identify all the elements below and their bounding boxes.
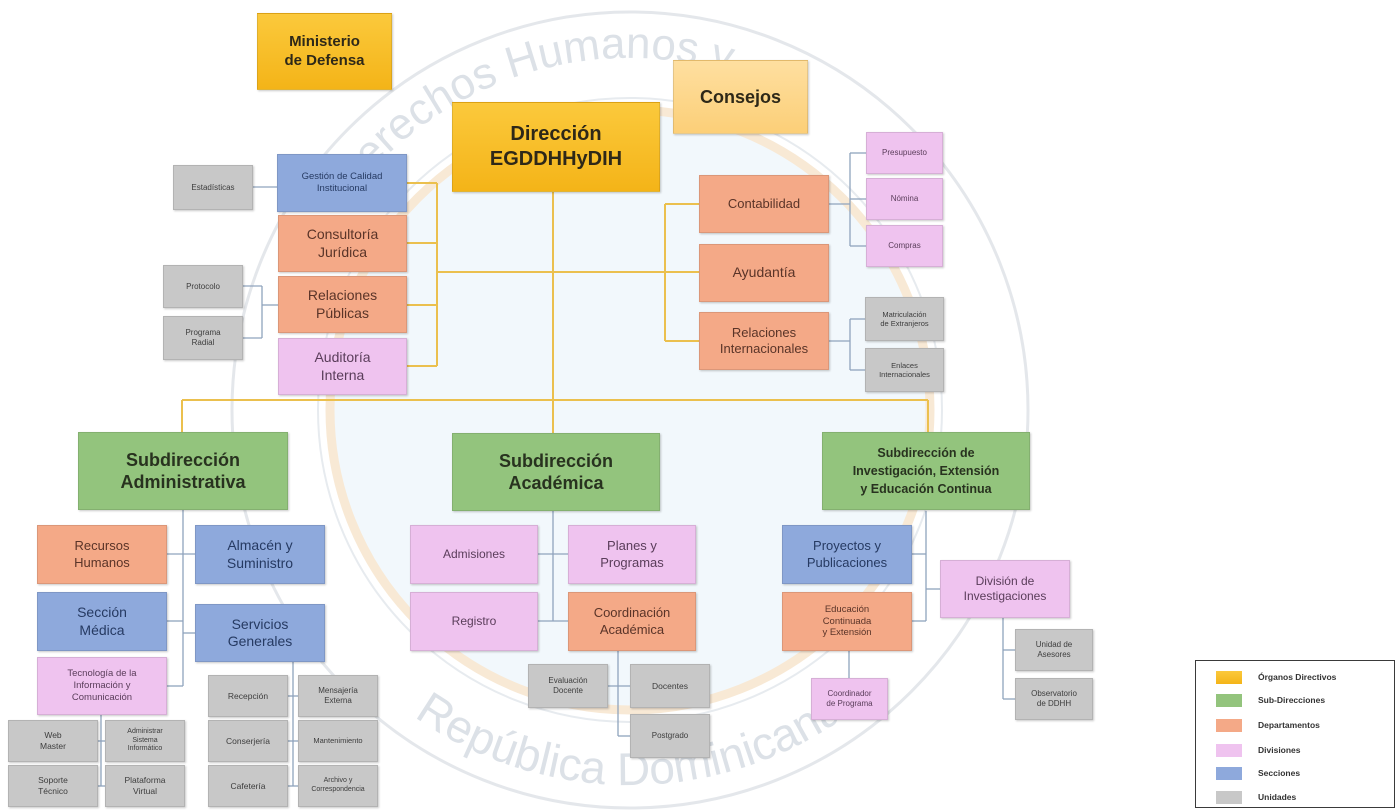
box-ministerio-de-defensa: Ministerio de Defensa <box>257 13 392 90</box>
legend-swatch <box>1216 719 1242 732</box>
box-administrar-sistema: Administrar Sistema Informático <box>105 720 185 762</box>
legend-item: Unidades <box>1196 791 1394 805</box>
box-proyectos-publicaciones: Proyectos y Publicaciones <box>782 525 912 584</box>
box-recepcion: Recepción <box>208 675 288 717</box>
box-programa-radial: Programa Radial <box>163 316 243 360</box>
legend-swatch <box>1216 767 1242 780</box>
box-planes-programas: Planes y Programas <box>568 525 696 584</box>
box-consejos: Consejos <box>673 60 808 134</box>
box-mensajeria-externa: Mensajería Externa <box>298 675 378 717</box>
box-soporte-tecnico: Soporte Técnico <box>8 765 98 807</box>
legend-swatch <box>1216 791 1242 804</box>
box-nomina: Nómina <box>866 178 943 220</box>
box-division-investigaciones: División de Investigaciones <box>940 560 1070 618</box>
box-web-master: Web Master <box>8 720 98 762</box>
box-relaciones-internacionales: Relaciones Internacionales <box>699 312 829 370</box>
legend-swatch <box>1216 671 1242 684</box>
box-direccion: Dirección EGDDHHyDIH <box>452 102 660 192</box>
legend-label: Divisiones <box>1258 745 1301 755</box>
box-subdireccion-academica: Subdirección Académica <box>452 433 660 511</box>
box-observatorio-ddhh: Observatorio de DDHH <box>1015 678 1093 720</box>
box-conserjeria: Conserjería <box>208 720 288 762</box>
legend-label: Órganos Directivos <box>1258 672 1337 682</box>
box-enlaces-internacionales: Enlaces Internacionales <box>865 348 944 392</box>
box-almacen-suministro: Almacén y Suministro <box>195 525 325 584</box>
box-protocolo: Protocolo <box>163 265 243 308</box>
box-cafeteria: Cafetería <box>208 765 288 807</box>
sub-connectors <box>98 152 1015 787</box>
box-estadisticas: Estadísticas <box>173 165 253 210</box>
box-seccion-medica: Sección Médica <box>37 592 167 651</box>
box-evaluacion-docente: Evaluación Docente <box>528 664 608 708</box>
legend-label: Sub-Direcciones <box>1258 695 1326 705</box>
box-auditoria-interna: Auditoría Interna <box>278 338 407 395</box>
box-consultoria-juridica: Consultoría Jurídica <box>278 215 407 272</box>
box-matriculacion-extranjeros: Matriculación de Extranjeros <box>865 297 944 341</box>
legend-label: Departamentos <box>1258 720 1320 730</box>
box-presupuesto: Presupuesto <box>866 132 943 174</box>
legend-item: Departamentos <box>1196 719 1394 733</box>
box-educacion-continuada: Educación Continuada y Extensión <box>782 592 912 651</box>
legend-swatch <box>1216 694 1242 707</box>
legend: Órganos Directivos Sub-Direcciones Depar… <box>1195 660 1395 808</box>
box-mantenimiento: Mantenimiento <box>298 720 378 762</box>
box-ayudantia: Ayudantía <box>699 244 829 302</box>
legend-label: Secciones <box>1258 768 1301 778</box>
legend-item: Divisiones <box>1196 744 1394 758</box>
box-coordinacion-academica: Coordinación Académica <box>568 592 696 651</box>
box-recursos-humanos: Recursos Humanos <box>37 525 167 584</box>
box-registro: Registro <box>410 592 538 651</box>
legend-swatch <box>1216 744 1242 757</box>
seal-outer-ring <box>230 10 1030 810</box>
box-gestion-calidad: Gestión de Calidad Institucional <box>277 154 407 212</box>
box-subdireccion-investigacion: Subdirección de Investigación, Extensión… <box>822 432 1030 510</box>
legend-item: Sub-Direcciones <box>1196 694 1394 708</box>
main-connectors <box>181 182 929 433</box>
box-docentes: Docentes <box>630 664 710 708</box>
box-admisiones: Admisiones <box>410 525 538 584</box>
box-postgrado: Postgrado <box>630 714 710 758</box>
box-servicios-generales: Servicios Generales <box>195 604 325 662</box>
box-archivo-correspondencia: Archivo y Correspondencia <box>298 765 378 807</box>
legend-label: Unidades <box>1258 792 1297 802</box>
box-coordinador-programa: Coordinador de Programa <box>811 678 888 720</box>
legend-item: Secciones <box>1196 767 1394 781</box>
box-relaciones-publicas: Relaciones Públicas <box>278 276 407 333</box>
box-compras: Compras <box>866 225 943 267</box>
legend-item: Órganos Directivos <box>1196 671 1394 685</box>
box-plataforma-virtual: Plataforma Virtual <box>105 765 185 807</box>
box-contabilidad: Contabilidad <box>699 175 829 233</box>
box-tecnologia-informacion: Tecnología de la Información y Comunicac… <box>37 657 167 715</box>
box-subdireccion-administrativa: Subdirección Administrativa <box>78 432 288 510</box>
box-unidad-asesores: Unidad de Asesores <box>1015 629 1093 671</box>
